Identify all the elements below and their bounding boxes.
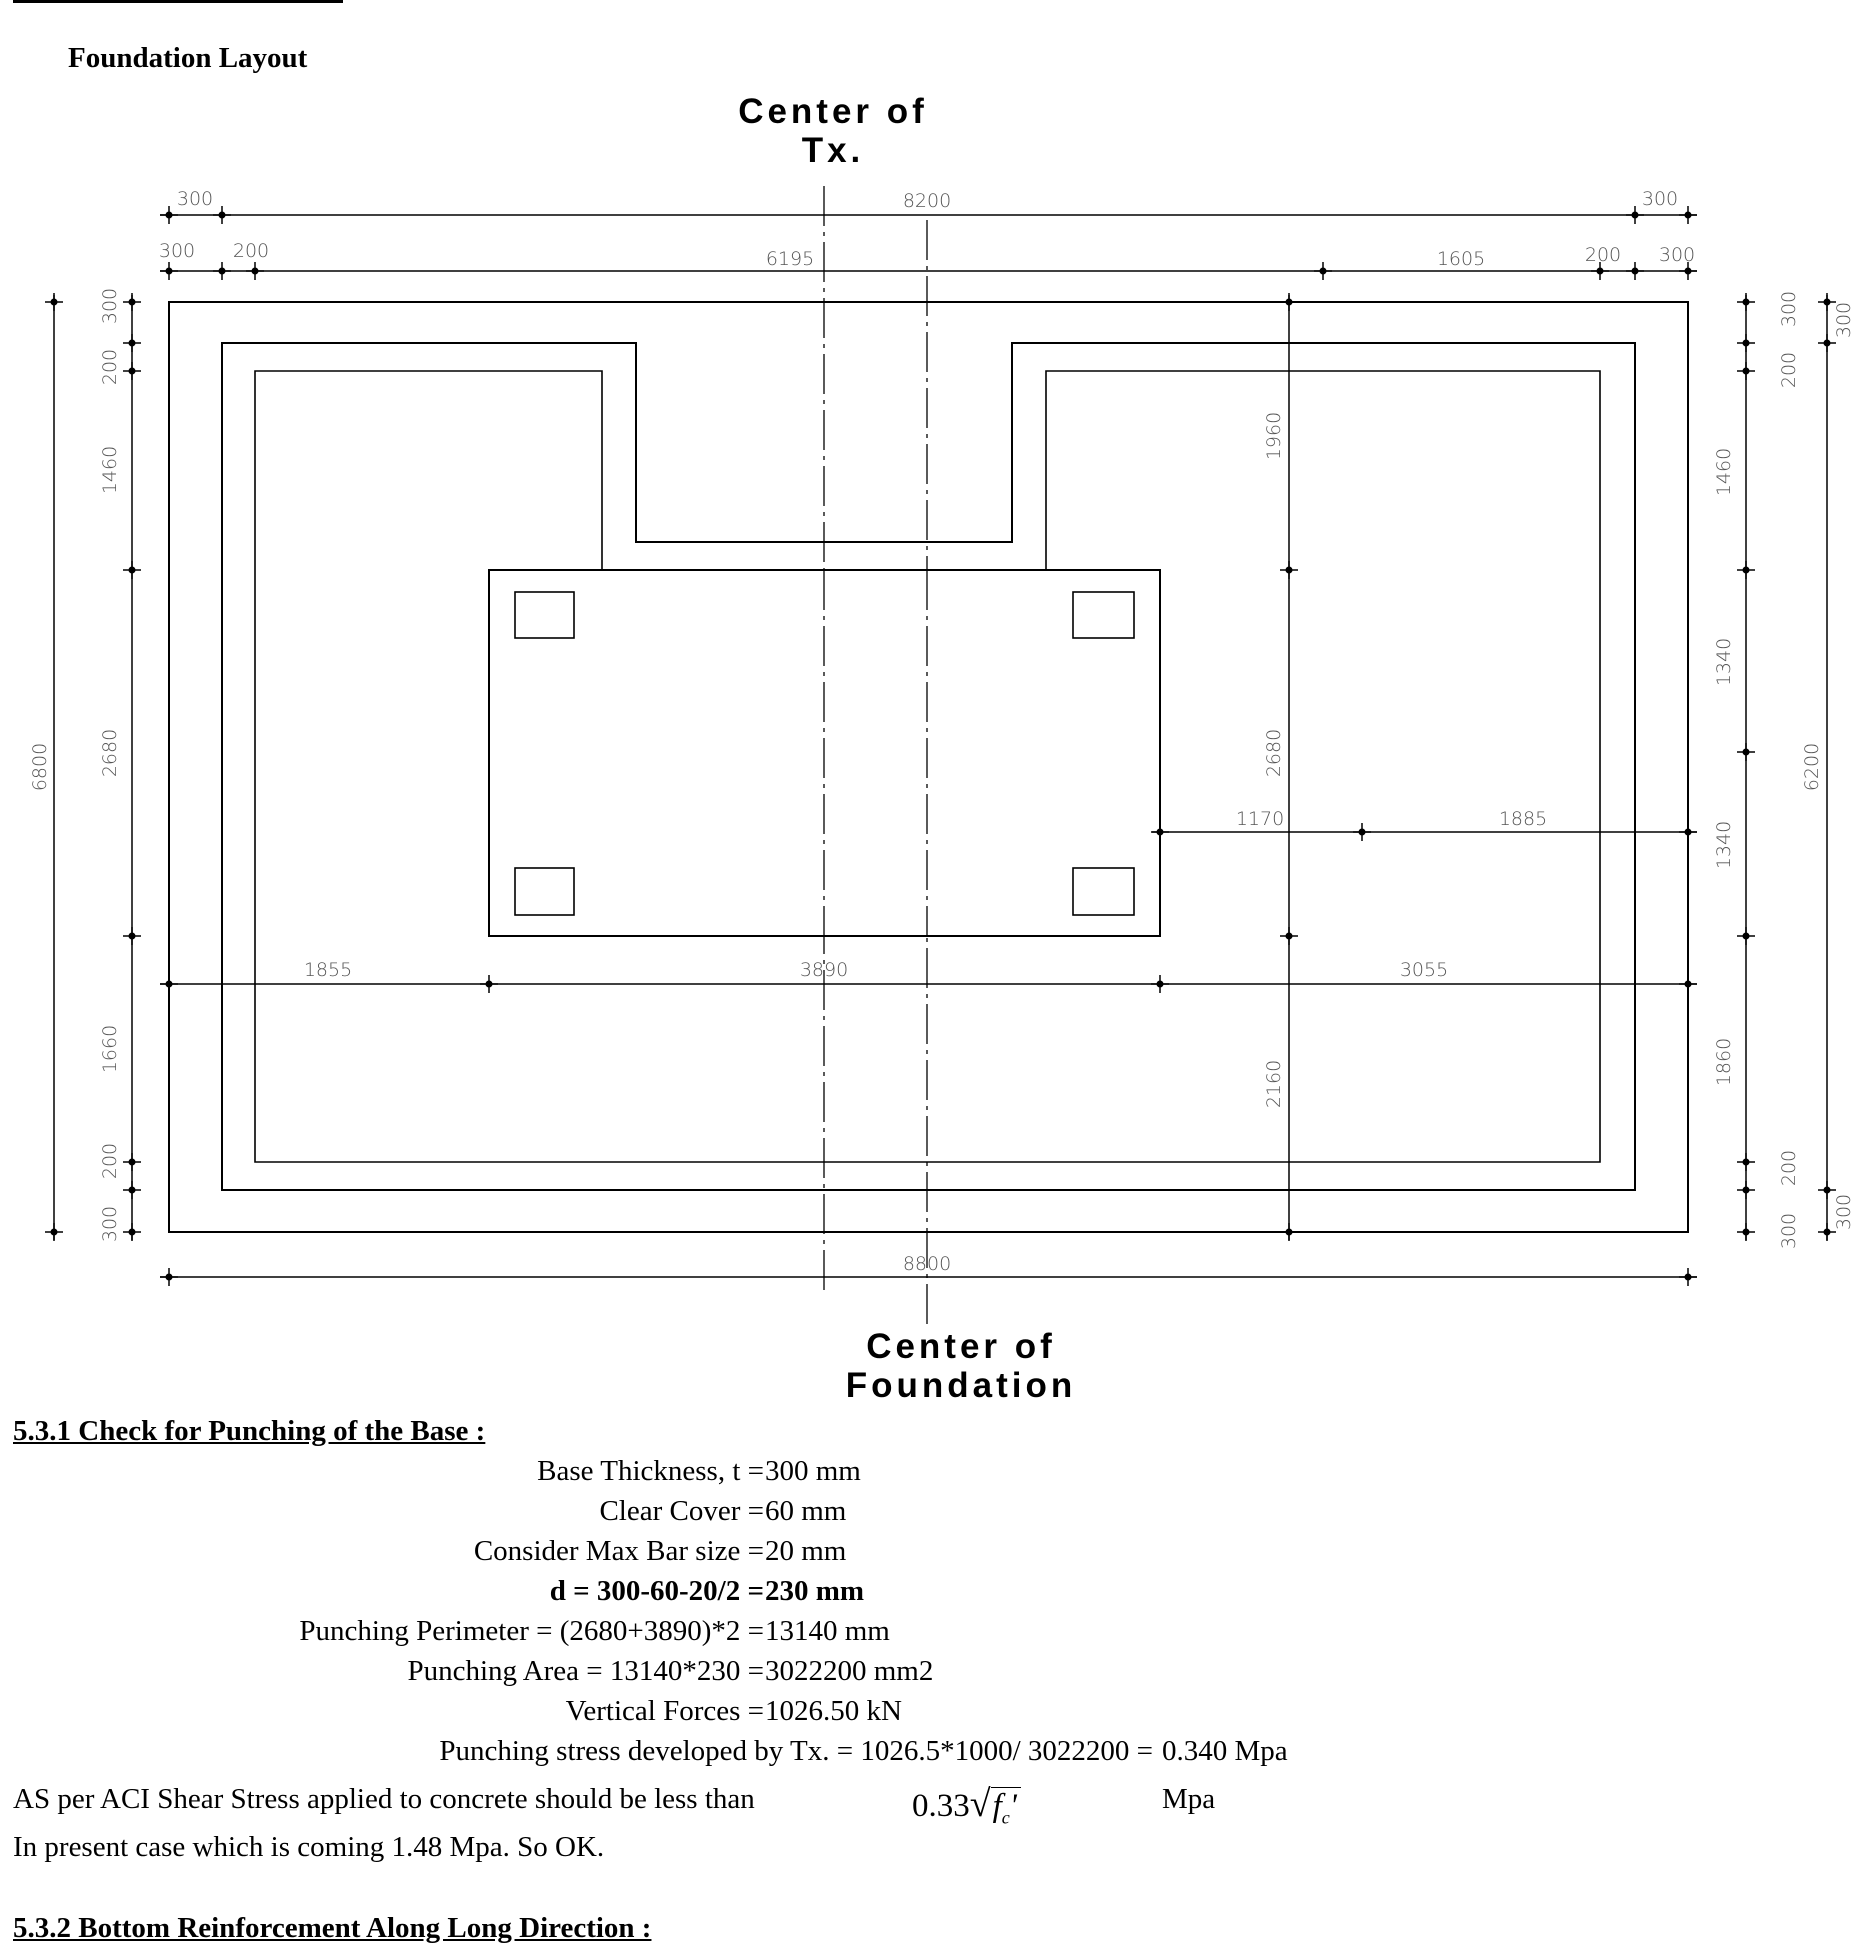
calc-value: 13140 mm	[765, 1615, 890, 1647]
calc-label: Consider Max Bar size =	[473, 1535, 764, 1567]
dim-bottom-8800: 8800	[903, 1253, 951, 1275]
pad-top-left	[514, 591, 575, 639]
dim-left-300: 300	[99, 288, 121, 324]
dim-top-8200: 8200	[903, 190, 951, 212]
dim-left-6800: 6800	[29, 743, 51, 791]
drawing-title: Foundation Layout	[68, 42, 308, 74]
dim-3055: 3055	[1400, 959, 1448, 981]
center-tx-label-2: Tx.	[802, 131, 865, 170]
calc-label: Vertical Forces =	[565, 1695, 764, 1727]
aci-requirement-text: AS per ACI Shear Stress applied to concr…	[13, 1783, 755, 1815]
pad-bottom-right	[1072, 867, 1135, 916]
dim-1885: 1885	[1499, 808, 1547, 830]
dim-row2-300: 300	[159, 240, 195, 262]
dim-1855: 1855	[304, 959, 352, 981]
pad-top-right	[1072, 591, 1135, 639]
formula-coefficient: 0.33	[912, 1788, 970, 1824]
center-tx-label: Center of	[738, 92, 928, 131]
dim-1170: 1170	[1236, 808, 1284, 830]
dim-right-200-bottom: 200	[1778, 1150, 1800, 1186]
sqrt-icon: √	[969, 1783, 991, 1825]
calc-label: Clear Cover =	[599, 1495, 764, 1527]
dim-top-300-left: 300	[177, 188, 213, 210]
pad-bottom-left	[514, 867, 575, 916]
dim-left-300-bottom: 300	[99, 1206, 121, 1242]
dim-inner-2680: 2680	[1263, 729, 1285, 777]
center-foundation-label: Center of	[866, 1327, 1056, 1366]
calc-value: 60 mm	[765, 1495, 847, 1527]
calc-value: 1026.50 kN	[765, 1695, 902, 1727]
dim-top-300-right: 300	[1642, 188, 1678, 210]
dim-left-1660: 1660	[99, 1025, 121, 1073]
dim-right-1460: 1460	[1713, 448, 1735, 496]
dim-left-1460: 1460	[99, 446, 121, 494]
conclusion-text: In present case which is coming 1.48 Mpa…	[13, 1831, 605, 1863]
top-rule	[13, 0, 343, 3]
section-531-heading: 5.3.1 Check for Punching of the Base :	[13, 1415, 486, 1447]
foundation-drawing: Center of Tx. Center of Foundation 300 8…	[29, 92, 1855, 1405]
calc-value: 0.340 Mpa	[1162, 1735, 1288, 1767]
calc-label: d = 300-60-20/2 =	[549, 1575, 764, 1607]
dim-far-right-6200: 6200	[1801, 743, 1823, 791]
formula-radicand: fc'	[990, 1787, 1021, 1829]
calc-label: Punching Area = 13140*230 =	[407, 1655, 764, 1687]
dim-row2-6195: 6195	[766, 248, 814, 270]
inner-outline	[254, 370, 1601, 1163]
calc-label: Punching Perimeter = (2680+3890)*2 =	[299, 1615, 764, 1647]
dim-right-1340-lower: 1340	[1713, 821, 1735, 869]
dim-inner-1960: 1960	[1263, 412, 1285, 460]
dim-left-200-bottom: 200	[99, 1143, 121, 1179]
calc-label: Base Thickness, t =	[537, 1455, 764, 1487]
plinth-outline	[221, 342, 1636, 1191]
dim-far-right-300: 300	[1833, 302, 1855, 338]
dim-right-300: 300	[1778, 291, 1800, 327]
dim-right-200: 200	[1778, 352, 1800, 388]
dim-left-2680: 2680	[99, 729, 121, 777]
dim-3890: 3890	[800, 959, 848, 981]
dim-far-right-300-bottom: 300	[1833, 1194, 1855, 1230]
dim-row2-300-right: 300	[1659, 244, 1695, 266]
dim-inner-2160: 2160	[1263, 1060, 1285, 1108]
dim-right-1340: 1340	[1713, 638, 1735, 686]
dim-row2-1605: 1605	[1437, 248, 1485, 270]
dim-right-300-bottom: 300	[1778, 1213, 1800, 1249]
section-532-heading: 5.3.2 Bottom Reinforcement Along Long Di…	[13, 1912, 652, 1944]
outer-base-outline	[168, 301, 1689, 1233]
aci-unit: Mpa	[1162, 1783, 1216, 1815]
shear-formula: 0.33√fc'	[912, 1782, 1021, 1829]
center-foundation-label-2: Foundation	[846, 1366, 1077, 1405]
calc-value: 230 mm	[765, 1575, 865, 1607]
dim-row2-200: 200	[233, 240, 269, 262]
dim-row2-200-right: 200	[1585, 244, 1621, 266]
calc-label: Punching stress developed by Tx. = 1026.…	[439, 1735, 1153, 1767]
dim-right-1860: 1860	[1713, 1038, 1735, 1086]
calc-value: 3022200 mm2	[765, 1655, 934, 1687]
dim-left-200: 200	[99, 349, 121, 385]
calc-value: 20 mm	[765, 1535, 847, 1567]
calc-value: 300 mm	[765, 1455, 861, 1487]
